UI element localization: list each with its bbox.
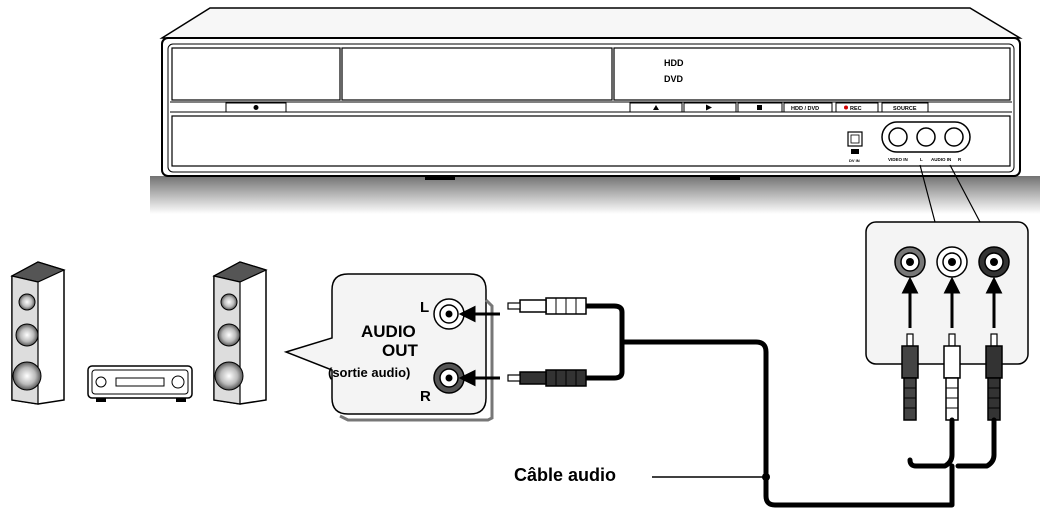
- jack-l-label: L: [920, 157, 923, 162]
- dv-label-badge: [851, 149, 859, 154]
- plug-video: [901, 333, 919, 421]
- hdd-dvd-button[interactable]: [783, 102, 833, 113]
- rec-dot-icon: [844, 105, 848, 110]
- eject-icon: [653, 105, 659, 110]
- plug-audio-red: [985, 333, 1003, 421]
- audio-in-label: AUDIO IN: [931, 157, 951, 162]
- jack-zoom-callout: [865, 164, 1029, 421]
- rec-label: REC: [850, 106, 862, 112]
- lower-panel: [171, 115, 1011, 167]
- audio-cable: [583, 303, 997, 508]
- audio-l-jack: [916, 127, 936, 147]
- rec-button[interactable]: [835, 102, 879, 113]
- plug-left-white: [507, 297, 587, 315]
- audio-r-jack: [944, 127, 964, 147]
- hdd-dvd-label: HDD / DVD: [791, 106, 819, 112]
- sortie-audio-label: (sortie audio): [328, 365, 410, 380]
- source-label: SOURCE: [893, 106, 917, 112]
- dv-label: DV IN: [849, 158, 860, 163]
- left-panel: [171, 47, 341, 101]
- speaker-right: [212, 261, 268, 405]
- disc-tray: [341, 47, 613, 101]
- audio-out-r-label: R: [420, 388, 431, 405]
- audio-label: AUDIO: [361, 322, 416, 341]
- plug-left-red: [507, 369, 587, 387]
- speaker-left: [10, 261, 66, 405]
- source-button[interactable]: [881, 102, 929, 113]
- jack-r-label: R: [958, 157, 962, 162]
- recorder-shadow: [150, 176, 1040, 214]
- insert-arrows: [901, 276, 1003, 328]
- power-icon: [253, 105, 259, 110]
- dvd-recorder: HDD DVD HDD / DVD REC SOURCE DV IN VIDEO…: [150, 7, 1040, 214]
- amplifier-output-panel: L R AUDIO OUT (sortie audio): [283, 273, 494, 422]
- audio-out-l-label: L: [420, 299, 429, 316]
- cable-label: Câble audio: [514, 465, 616, 485]
- out-label: OUT: [382, 341, 419, 360]
- hdd-label: HDD: [664, 58, 684, 68]
- stop-icon: [757, 105, 762, 110]
- recorder-top: [159, 7, 1023, 39]
- video-in-label: VIDEO IN: [888, 157, 908, 162]
- dvd-label: DVD: [664, 74, 684, 84]
- play-icon: [706, 104, 712, 111]
- output-arrows: [458, 305, 500, 387]
- plug-audio-white: [943, 333, 961, 421]
- video-in-jack: [888, 127, 908, 147]
- display-panel: [613, 47, 1011, 101]
- amplifier: [87, 365, 193, 402]
- dv-port: [847, 131, 863, 147]
